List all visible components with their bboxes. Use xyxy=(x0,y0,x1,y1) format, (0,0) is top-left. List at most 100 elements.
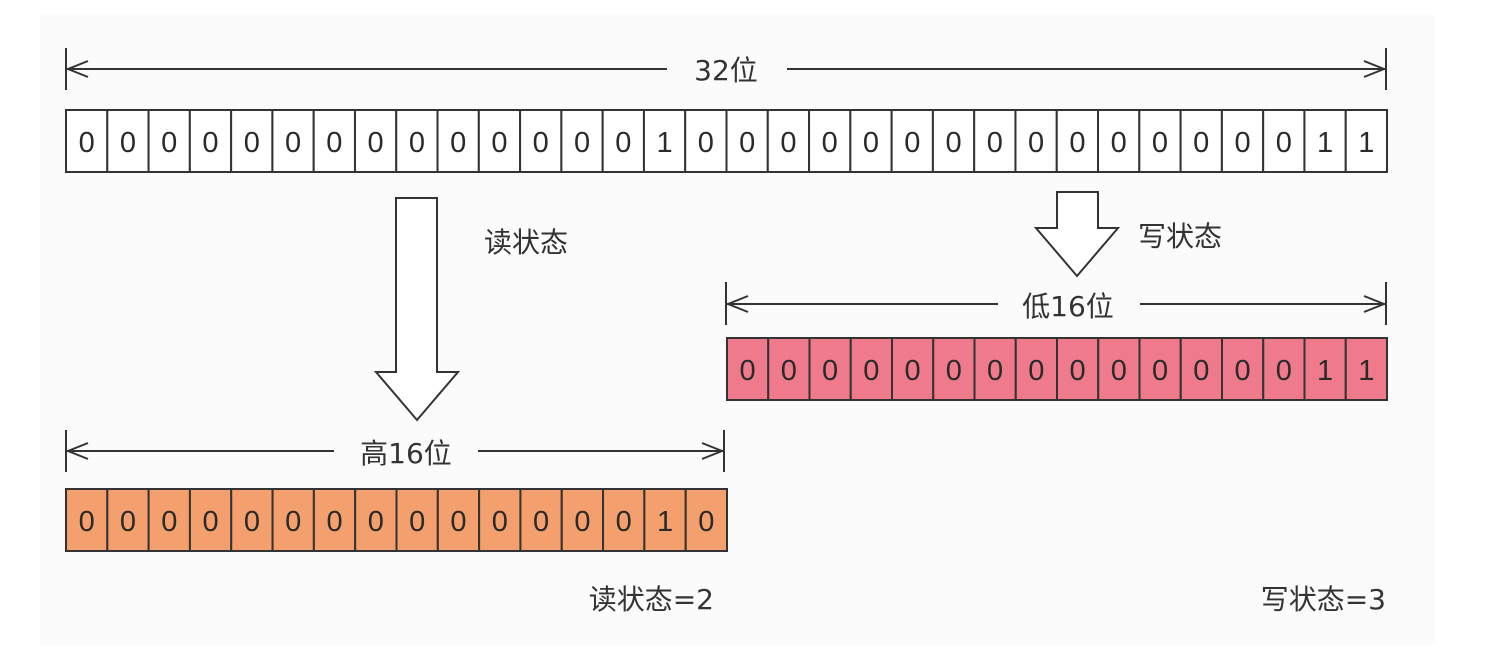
bit-cell-box xyxy=(147,109,191,173)
bit-cell: 0 xyxy=(973,109,1017,173)
bit-cell: 0 xyxy=(808,109,852,173)
bit-value: 0 xyxy=(698,127,714,159)
bit-cell: 0 xyxy=(65,109,109,173)
bit-cell: 0 xyxy=(973,337,1017,401)
bit-value: 0 xyxy=(822,355,838,387)
read-state-result: 读状态=2 xyxy=(589,583,714,616)
bit-cell: 0 xyxy=(808,337,852,401)
bit-value: 0 xyxy=(533,127,549,159)
bit-cell-box xyxy=(188,488,233,552)
bit-cell: 0 xyxy=(849,109,893,173)
bit-cell: 0 xyxy=(932,337,976,401)
bit-cell: 0 xyxy=(725,109,769,173)
arrowhead-left-icon xyxy=(65,60,89,78)
bit-value: 0 xyxy=(1069,127,1085,159)
bit-value: 0 xyxy=(863,355,879,387)
bit-cell-box xyxy=(1221,337,1265,401)
bit-cell: 0 xyxy=(890,109,934,173)
dimension-low16 xyxy=(725,282,1387,325)
bit-value: 0 xyxy=(863,127,879,159)
bit-cell: 0 xyxy=(602,488,646,552)
bit-value: 0 xyxy=(574,506,590,538)
bit-value: 0 xyxy=(203,506,219,538)
bit-value: 0 xyxy=(615,127,631,159)
bit-cell: 1 xyxy=(1344,337,1388,401)
bit-cell-box xyxy=(726,337,770,401)
arrowhead-right-icon xyxy=(1363,60,1387,78)
bit-cell-box xyxy=(1138,337,1182,401)
dimension-high16 xyxy=(65,430,725,472)
bit-cell: 0 xyxy=(1014,337,1058,401)
bit-cell-box xyxy=(188,109,233,173)
bit-cell: 0 xyxy=(1262,337,1306,401)
bit-value: 0 xyxy=(616,506,632,538)
bit-cell: 0 xyxy=(230,488,274,552)
bit-cell-box xyxy=(271,109,315,173)
bit-cell: 0 xyxy=(767,337,811,401)
bit-value: 0 xyxy=(904,127,920,159)
bit-cell: 0 xyxy=(849,337,893,401)
bit-value: 0 xyxy=(905,355,921,387)
bit-cell-box xyxy=(725,109,769,173)
bit-cell-box xyxy=(312,488,357,552)
bit-cell: 0 xyxy=(726,337,770,401)
bit-cell: 0 xyxy=(519,488,563,552)
bit-cell-box xyxy=(1097,337,1141,401)
bit-cell: 0 xyxy=(106,109,150,173)
bit-cell: 0 xyxy=(478,488,522,552)
bit-cell: 0 xyxy=(1056,337,1100,401)
bit-value: 0 xyxy=(491,127,507,159)
bit-cell: 0 xyxy=(477,109,522,173)
bit-value: 0 xyxy=(79,127,95,159)
bit-value: 0 xyxy=(1235,355,1251,387)
arrowhead-left-icon xyxy=(725,295,749,313)
bit-cell: 0 xyxy=(106,488,150,552)
bit-cell: 0 xyxy=(395,488,439,552)
bit-value: 0 xyxy=(780,127,796,159)
bit-value: 0 xyxy=(1276,355,1292,387)
bit-cell: 1 xyxy=(642,109,687,173)
write-arrow-label: 写状态 xyxy=(1138,220,1222,253)
bit-value: 0 xyxy=(945,127,961,159)
bit-value: 0 xyxy=(1234,127,1250,159)
bit-cell: 0 xyxy=(353,109,398,173)
bit-value: 0 xyxy=(368,506,384,538)
bit-cell: 0 xyxy=(766,109,811,173)
read-arrow-icon xyxy=(373,197,461,422)
bit-cell: 0 xyxy=(1138,337,1182,401)
bit-cell-box xyxy=(106,109,150,173)
bit-value: 0 xyxy=(698,506,714,538)
bit-cell-box xyxy=(560,109,604,173)
bit-cell: 0 xyxy=(1179,337,1223,401)
bit-value: 1 xyxy=(1358,355,1374,387)
bit-value: 0 xyxy=(368,127,384,159)
bit-cell: 0 xyxy=(1097,109,1141,173)
bit-value: 0 xyxy=(244,127,260,159)
bit-value: 0 xyxy=(285,506,301,538)
bit-cell: 0 xyxy=(271,488,315,552)
bit-cell: 0 xyxy=(1055,109,1100,173)
bit-value: 1 xyxy=(657,506,673,538)
bit-cell: 1 xyxy=(1303,337,1347,401)
bit-value: 0 xyxy=(450,127,466,159)
dimension-label-high16: 高16位 xyxy=(360,437,452,470)
bit-value: 0 xyxy=(987,127,1003,159)
bit-value: 0 xyxy=(1152,127,1168,159)
bit-cell: 0 xyxy=(601,109,645,173)
bit-cell: 1 xyxy=(1344,109,1388,173)
bit-value: 0 xyxy=(574,127,590,159)
bit-cell: 0 xyxy=(891,337,935,401)
write-arrow-icon xyxy=(1033,191,1121,278)
arrowhead-right-icon xyxy=(701,442,725,460)
bit-cell: 0 xyxy=(188,109,233,173)
bit-cell: 0 xyxy=(1138,109,1182,173)
bit-cell-box xyxy=(849,337,893,401)
bit-cell-box xyxy=(106,488,150,552)
bit-cell-box xyxy=(684,109,728,173)
bit-value: 0 xyxy=(1193,127,1209,159)
bit-value: 0 xyxy=(1111,127,1127,159)
read-arrow-label: 读状态 xyxy=(484,226,568,259)
bit-cell-box xyxy=(271,488,315,552)
